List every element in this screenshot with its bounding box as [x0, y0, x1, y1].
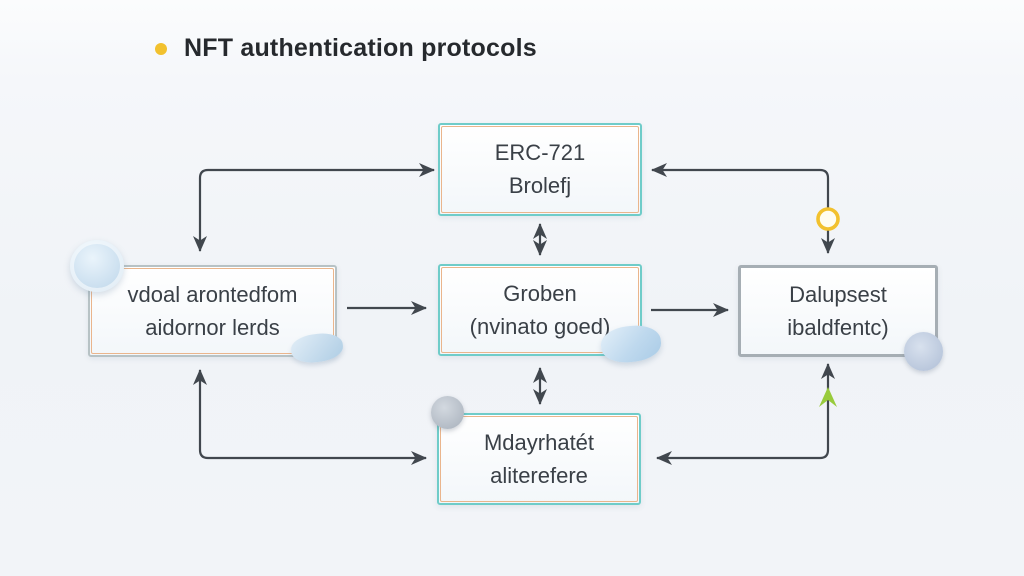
yellow-ring-icon	[816, 207, 840, 231]
node-right-frame: Dalupsest ibaldfentc)	[742, 269, 934, 353]
node-bottom-line2: aliterefere	[490, 462, 588, 488]
node-center: Groben (nvinato goed)	[438, 264, 642, 356]
connector-bottomright	[656, 363, 835, 465]
bullet-icon	[155, 42, 167, 55]
node-center-line2: (nvinato goed)	[469, 313, 611, 339]
node-erc-721: ERC-721 Brolefj	[438, 123, 642, 216]
node-right-line1: Dalupsest	[789, 281, 887, 307]
connector-topright	[651, 163, 835, 254]
connector-topleft	[193, 163, 435, 252]
node-bottom-line1: Mdayrhatét	[483, 429, 595, 455]
node-erc-721-frame: ERC-721 Brolefj	[441, 126, 639, 213]
node-bottom: Mdayrhatét aliterefere	[437, 413, 641, 505]
node-left: vdoal arontedfom aidornor lerds	[88, 265, 337, 357]
node-right-line2: ibaldfentc)	[787, 314, 889, 340]
node-center-line1: Groben	[503, 280, 577, 306]
node-right: Dalupsest ibaldfentc)	[738, 265, 938, 357]
green-arrowhead-icon	[819, 387, 837, 407]
node-erc-721-line1: ERC-721	[494, 140, 586, 166]
title-row: NFT authentication protocols	[155, 34, 537, 63]
node-bottom-frame: Mdayrhatét aliterefere	[440, 416, 638, 502]
node-left-line1: vdoal arontedfom	[127, 281, 298, 307]
node-left-frame: vdoal arontedfom aidornor lerds	[91, 268, 334, 354]
node-left-line2: aidornor lerds	[145, 314, 280, 340]
node-center-frame: Groben (nvinato goed)	[441, 267, 639, 353]
node-erc-721-line2: Brolefj	[508, 173, 572, 198]
page-title: NFT authentication protocols	[184, 34, 537, 62]
connector-bottomleft	[193, 369, 427, 465]
